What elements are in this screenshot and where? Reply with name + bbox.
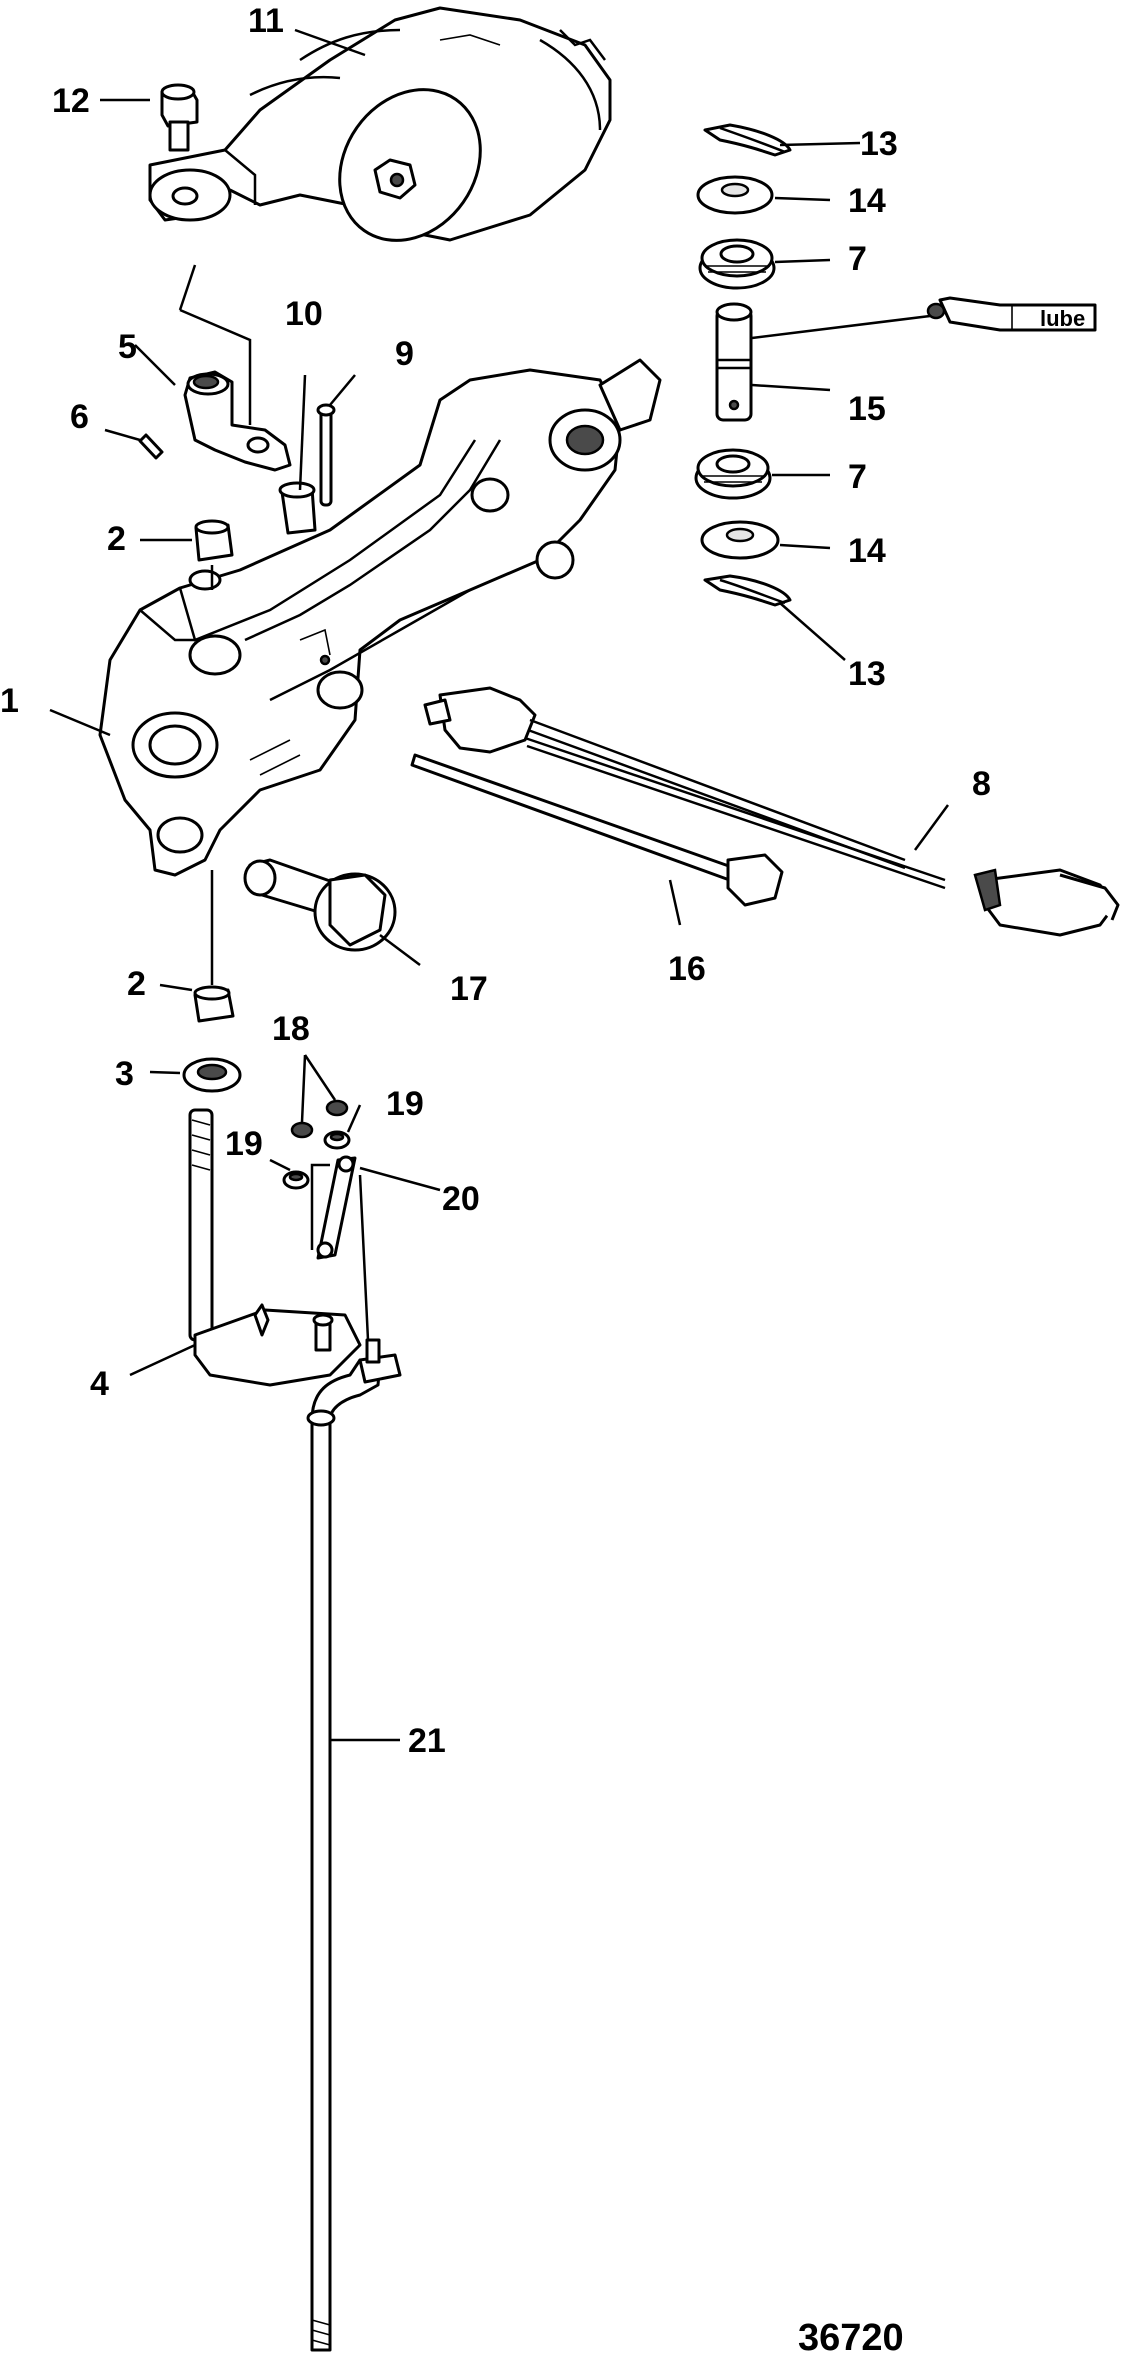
callout-2-top: 2 <box>107 520 126 558</box>
callout-6: 6 <box>70 398 89 436</box>
callout-15: 15 <box>848 390 886 428</box>
bracket-part-5 <box>183 370 292 472</box>
callouts: 11 12 13 14 7 15 7 14 13 5 6 10 9 2 1 8 … <box>0 2 991 1760</box>
callout-12: 12 <box>52 82 90 120</box>
callout-10: 10 <box>285 295 323 333</box>
figure-id: 36720 <box>798 2317 904 2359</box>
pin-part-9 <box>316 403 336 507</box>
callout-14-top: 14 <box>848 182 886 220</box>
callout-11: 11 <box>248 2 284 40</box>
callout-7-top: 7 <box>848 240 867 278</box>
cotter-pin-part-13-top <box>703 123 792 157</box>
bushing-part-10 <box>278 481 317 535</box>
callout-14-bottom: 14 <box>848 532 886 570</box>
bearing-part-3 <box>182 1057 242 1093</box>
leader-lines <box>49 28 950 1742</box>
callout-19-right: 19 <box>386 1085 424 1123</box>
nut-part-18-right <box>325 1099 349 1117</box>
washer-part-19-right <box>323 1130 351 1150</box>
callout-2-bottom: 2 <box>127 965 146 1003</box>
bolt-part-12 <box>160 83 199 152</box>
lube-label: lube <box>1040 306 1085 331</box>
callout-17: 17 <box>450 970 488 1008</box>
trim-cylinder-part-11 <box>148 6 612 242</box>
lube-tube-icon: lube <box>926 296 1097 332</box>
callout-3: 3 <box>115 1055 134 1093</box>
washer-part-19-left <box>282 1170 310 1190</box>
roll-pin-part-6 <box>138 433 164 460</box>
callout-7-bottom: 7 <box>848 458 867 496</box>
bolt-part-16 <box>410 753 784 907</box>
callout-16: 16 <box>668 950 706 988</box>
washer-part-14-top <box>696 175 774 215</box>
callout-20: 20 <box>442 1180 480 1218</box>
callout-5: 5 <box>118 328 137 366</box>
callout-21: 21 <box>408 1722 446 1760</box>
callout-4: 4 <box>90 1365 109 1403</box>
steering-arm-part-4 <box>188 1108 362 1387</box>
callout-1: 1 <box>0 682 19 720</box>
bushing-part-2-bottom <box>193 985 235 1023</box>
callout-13-bottom: 13 <box>848 655 886 693</box>
bushing-part-7-bottom <box>694 448 772 500</box>
bushing-part-2-top <box>194 519 234 562</box>
callout-19-left: 19 <box>225 1125 263 1163</box>
callout-13-top: 13 <box>860 125 898 163</box>
bolt-part-17 <box>243 858 397 952</box>
washer-part-14-bottom <box>700 520 780 560</box>
callout-18: 18 <box>272 1010 310 1048</box>
callout-8: 8 <box>972 765 991 803</box>
rod-part-21 <box>306 1338 402 2352</box>
nut-part-18-left <box>290 1121 314 1139</box>
pin-part-15 <box>715 302 753 422</box>
link-part-20 <box>316 1155 357 1260</box>
callout-9: 9 <box>395 335 414 373</box>
swivel-bracket-part-1 <box>98 358 662 877</box>
trim-sender-part-8 <box>423 686 1120 937</box>
bushing-part-7-top <box>698 238 776 290</box>
cotter-pin-part-13-bottom <box>703 574 792 607</box>
